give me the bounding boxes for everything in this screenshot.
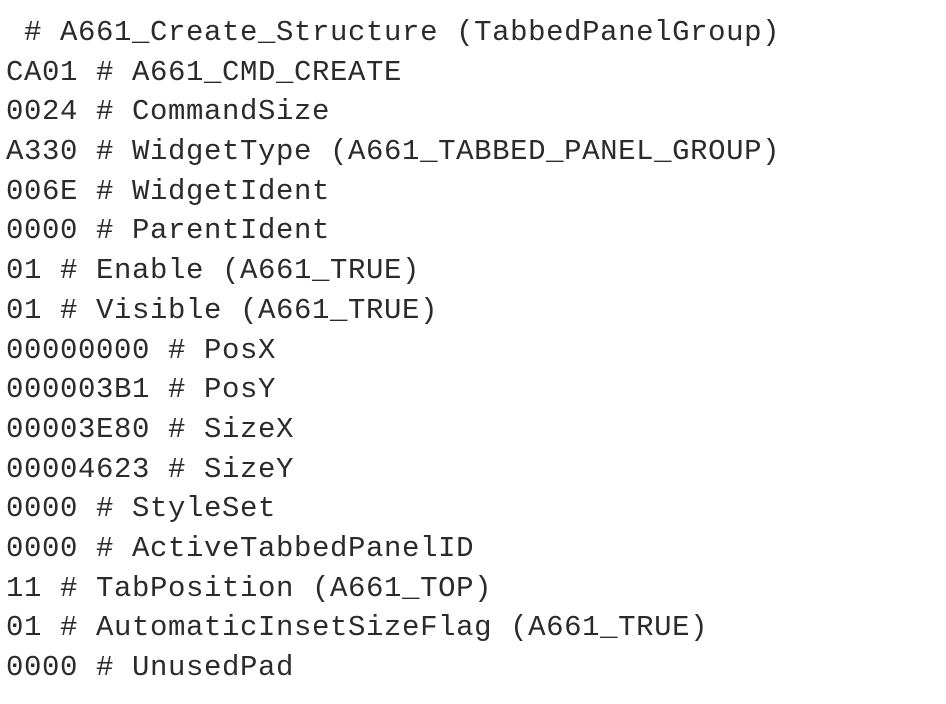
widget-type-line: A330 # WidgetType (A661_TABBED_PANEL_GRO…: [6, 135, 781, 169]
style-set-line: 0000 # StyleSet: [6, 492, 277, 526]
command-line: CA01 # A661_CMD_CREATE: [6, 55, 403, 89]
command-size-line: 0024 # CommandSize: [6, 95, 331, 129]
pos-x-line: 00000000 # PosX: [6, 333, 277, 367]
size-x-line: 00003E80 # SizeX: [6, 412, 295, 446]
tab-position-line: 11 # TabPosition (A661_TOP): [6, 571, 493, 605]
enable-line: 01 # Enable (A661_TRUE): [6, 254, 421, 288]
unused-pad-line: 0000 # UnusedPad: [6, 651, 295, 684]
parent-ident-line: 0000 # ParentIdent: [6, 214, 331, 248]
structure-listing: # A661_Create_Structure (TabbedPanelGrou…: [6, 13, 942, 688]
active-tabbed-panel-id-line: 0000 # ActiveTabbedPanelID: [6, 531, 475, 565]
pos-y-line: 000003B1 # PosY: [6, 373, 277, 407]
visible-line: 01 # Visible (A661_TRUE): [6, 293, 439, 327]
size-y-line: 00004623 # SizeY: [6, 452, 295, 486]
widget-ident-line: 006E # WidgetIdent: [6, 174, 331, 208]
automatic-inset-size-flag-line: 01 # AutomaticInsetSizeFlag (A661_TRUE): [6, 611, 709, 645]
header-comment-line: # A661_Create_Structure (TabbedPanelGrou…: [6, 16, 781, 49]
